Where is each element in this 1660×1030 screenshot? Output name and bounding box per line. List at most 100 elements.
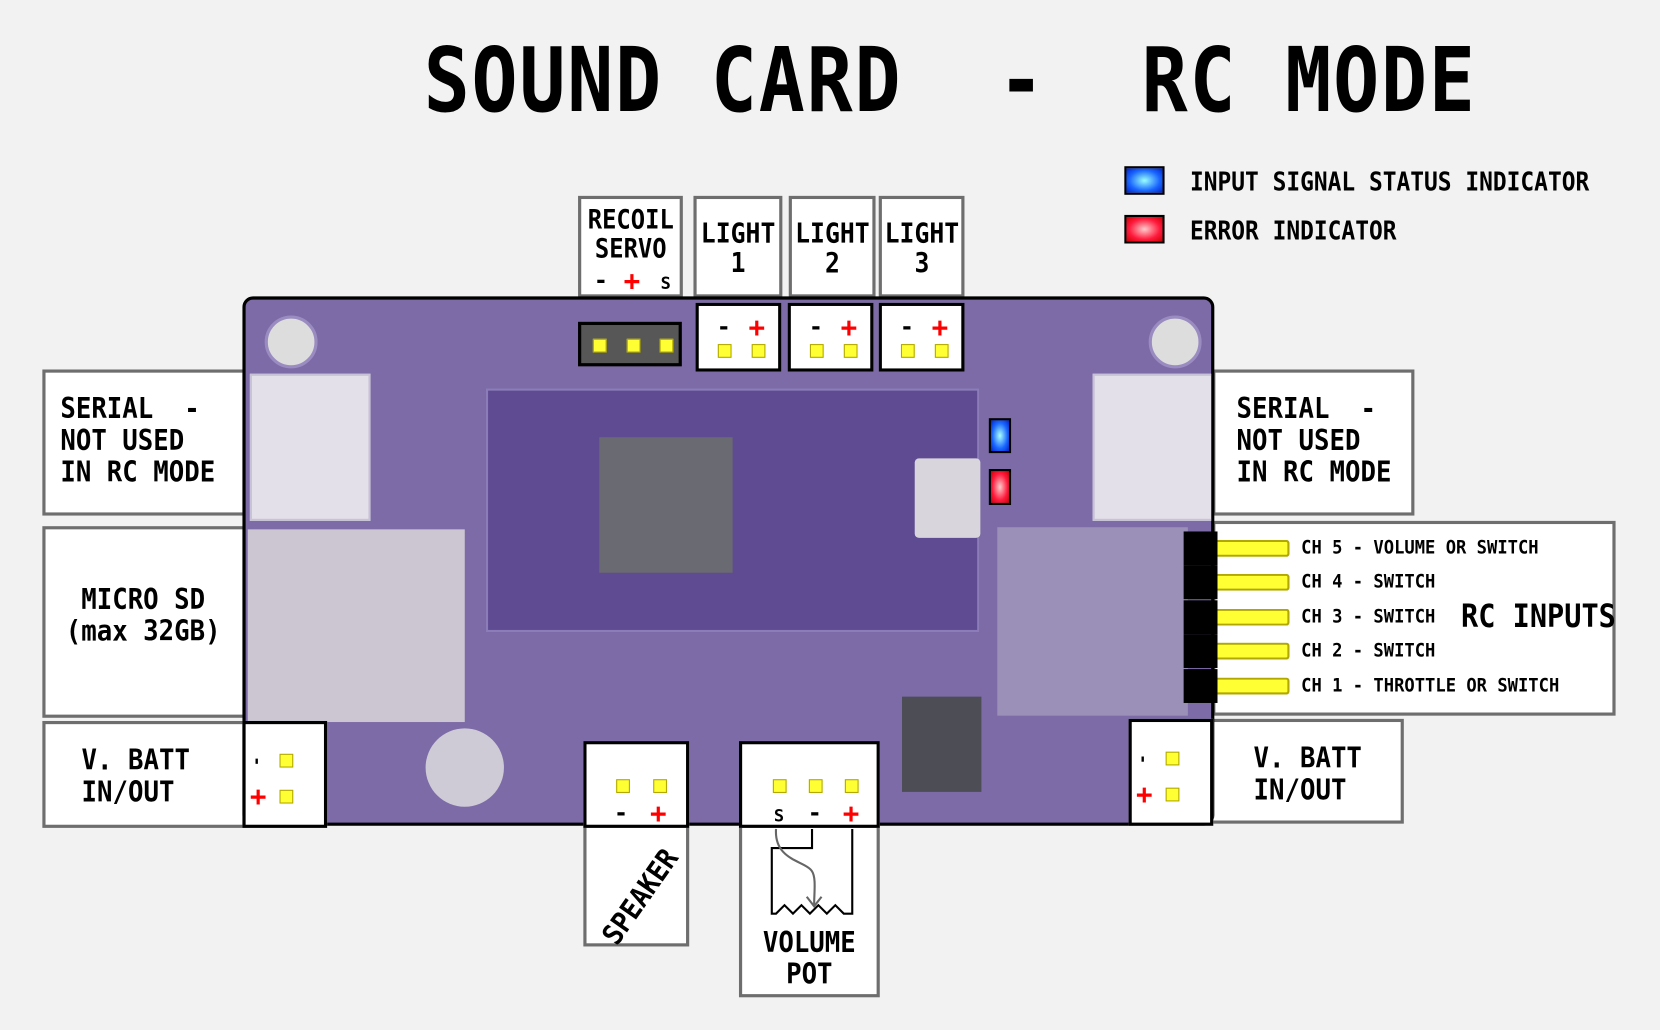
- pin-signal: S: [773, 805, 785, 826]
- light-3-pins: - +: [878, 302, 965, 372]
- rc-channel-label: CH 5 - VOLUME OR SWITCH: [1301, 536, 1539, 559]
- light-1-line1: LIGHT: [700, 218, 776, 250]
- pin-minus: -: [247, 756, 268, 767]
- pin-plus: +: [1135, 779, 1153, 811]
- potentiometer-schematic-icon: [770, 828, 854, 916]
- pin-plus: +: [650, 798, 667, 831]
- main-chip: [599, 437, 733, 573]
- legend-red-swatch: [1124, 214, 1165, 244]
- rc-channel-2: CH 2 - SWITCH: [1183, 634, 1607, 669]
- pin-minus: -: [716, 314, 731, 341]
- volume-pot-text: VOLUME POT: [762, 926, 856, 991]
- pin-pad: [1165, 787, 1180, 802]
- pin-pad: [809, 344, 824, 358]
- pin-pad: [900, 344, 915, 358]
- rc-channel-label: CH 1 - THROTTLE OR SWITCH: [1301, 674, 1560, 697]
- pin-pad: [808, 779, 823, 793]
- pin-minus: -: [1133, 753, 1154, 765]
- pin-pad: [717, 344, 732, 358]
- serial-left-text: SERIAL - NOT USED IN RC MODE: [60, 392, 216, 490]
- error-led-icon: [988, 469, 1012, 505]
- pin-minus: -: [899, 314, 914, 341]
- rc-channel-label: CH 4 - SWITCH: [1301, 570, 1436, 593]
- pin-pad: [279, 753, 294, 768]
- servo-header: [578, 321, 682, 367]
- pin-pad: [653, 779, 667, 793]
- volume-pot-pins: S - +: [738, 741, 880, 831]
- input-signal-led-icon: [988, 418, 1012, 454]
- pin-minus: -: [807, 800, 822, 827]
- pin-signal: S: [660, 273, 671, 294]
- serial-connector-right: [1092, 373, 1212, 521]
- rc-pin-bar: [1217, 677, 1290, 695]
- pin-plus: +: [842, 798, 860, 831]
- pin-header-rc: [997, 527, 1188, 716]
- rc-pin-head: [1183, 565, 1218, 600]
- rc-channel-label: CH 2 - SWITCH: [1301, 639, 1436, 662]
- pin-pad: [934, 344, 949, 358]
- pin-pad: [772, 779, 787, 793]
- mounting-hole-right: [1148, 315, 1202, 369]
- rc-channel-4: CH 4 - SWITCH: [1183, 565, 1607, 600]
- rc-pin-bar: [1217, 573, 1290, 591]
- light-2-line1: LIGHT: [795, 218, 870, 250]
- vbatt-left-pins: - +: [242, 720, 328, 828]
- light-1-label-box: LIGHT 1: [693, 195, 783, 298]
- rc-pin-bar: [1217, 642, 1290, 660]
- rc-channel-1: CH 1 - THROTTLE OR SWITCH: [1183, 669, 1607, 703]
- legend-input-signal-label: INPUT SIGNAL STATUS INDICATOR: [1189, 167, 1590, 197]
- rc-pin-bar: [1217, 539, 1290, 557]
- light-1-line2: 1: [730, 247, 746, 280]
- speaker-pins: - +: [583, 741, 690, 831]
- pin-pad: [844, 779, 859, 793]
- micro-sd-slot: [247, 529, 465, 723]
- rc-pin-bar: [1217, 608, 1290, 626]
- pin-pad: [843, 344, 858, 358]
- pin-pad: [592, 338, 607, 353]
- light-3-line2: 3: [914, 247, 930, 280]
- pin-plus: +: [840, 312, 858, 345]
- speaker-text: SPEAKER: [596, 843, 686, 951]
- light-1-pins: - +: [695, 302, 782, 372]
- pin-pad: [751, 344, 766, 358]
- rc-channel-5: CH 5 - VOLUME OR SWITCH: [1183, 531, 1607, 566]
- pin-pad: [279, 789, 294, 804]
- serial-connector-left: [249, 373, 371, 521]
- rc-pin-head: [1183, 531, 1218, 566]
- pin-pad: [1165, 751, 1180, 766]
- pin-minus: -: [614, 800, 629, 827]
- rc-pin-head: [1183, 634, 1218, 669]
- vbatt-left-label-box: V. BATT IN/OUT: [42, 720, 246, 828]
- pin-minus: -: [593, 267, 608, 295]
- light-2-label-box: LIGHT 2: [788, 195, 876, 298]
- recoil-servo-label-box: RECOIL SERVO - + S: [578, 195, 683, 298]
- serial-right-label-box: SERIAL - NOT USED IN RC MODE: [1212, 369, 1415, 516]
- pin-plus: +: [931, 312, 949, 345]
- rc-inputs-title: RC INPUTS: [1461, 598, 1616, 636]
- light-3-line1: LIGHT: [884, 218, 960, 250]
- vbatt-right-label-box: V. BATT IN/OUT: [1210, 718, 1404, 824]
- pin-pad: [616, 779, 630, 793]
- circuit-board: [242, 296, 1215, 826]
- light-3-label-box: LIGHT 3: [878, 195, 965, 298]
- micro-sd-text: MICRO SD (max 32GB): [65, 583, 221, 648]
- rc-channel-label: CH 3 - SWITCH: [1301, 605, 1436, 628]
- pin-plus: +: [623, 265, 641, 298]
- pin-plus: +: [249, 781, 267, 814]
- usb-connector: [914, 458, 981, 538]
- legend-error-label: ERROR INDICATOR: [1189, 215, 1397, 246]
- serial-left-label-box: SERIAL - NOT USED IN RC MODE: [42, 369, 246, 516]
- vbatt-left-text: V. BATT IN/OUT: [81, 744, 190, 809]
- vbatt-right-pins: - +: [1128, 718, 1214, 826]
- legend-blue-swatch: [1124, 166, 1165, 195]
- rc-pin-head: [1183, 669, 1218, 703]
- vbatt-right-text: V. BATT IN/OUT: [1253, 742, 1362, 807]
- capacitor: [425, 728, 504, 807]
- mounting-hole-left: [264, 315, 318, 369]
- light-2-line2: 2: [824, 247, 840, 280]
- page-title: SOUND CARD - RC MODE: [423, 28, 1477, 133]
- pin-pad: [659, 338, 674, 353]
- pin-minus: -: [808, 314, 823, 341]
- rc-pin-head: [1183, 600, 1218, 635]
